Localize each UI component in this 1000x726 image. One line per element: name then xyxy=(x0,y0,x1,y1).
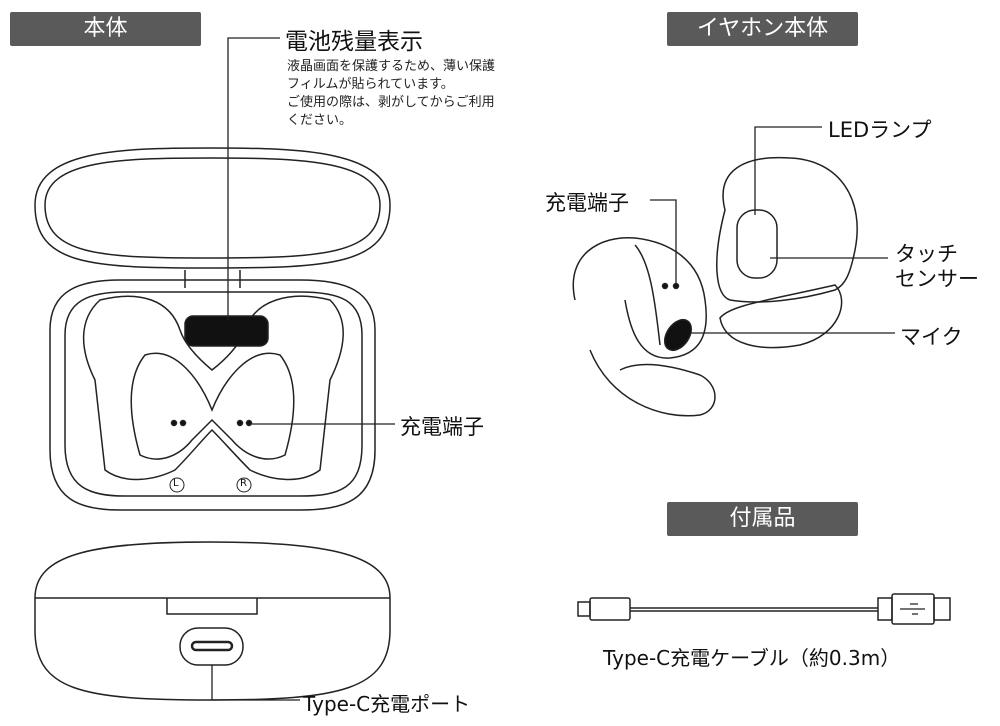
earphones-drawing xyxy=(572,156,858,417)
section-header-main-body: 本体 xyxy=(10,12,201,46)
left-mark: L xyxy=(173,478,179,489)
note-line: ご使用の際は、剥がしてからご利用 xyxy=(287,95,495,110)
right-mark: R xyxy=(240,478,247,489)
cable-drawing xyxy=(577,593,951,625)
note-line: フィルムが貼られています。 xyxy=(287,77,454,92)
note-line: 液晶画面を保護するため、薄い保護 xyxy=(287,59,496,74)
note-line: ください。 xyxy=(287,113,353,128)
case-open-drawing xyxy=(34,147,391,511)
led-lamp-label: LEDランプ xyxy=(828,118,932,142)
touch-sensor-line: タッチ xyxy=(895,242,958,266)
touch-sensor-line: センサー xyxy=(895,267,979,291)
case-charge-terminal-label: 充電端子 xyxy=(400,415,484,439)
earphone-charge-terminal-label: 充電端子 xyxy=(545,191,629,215)
cable-label: Type-C充電ケーブル（約0.3m） xyxy=(603,646,901,670)
section-header-earphone-body: イヤホン本体 xyxy=(667,12,858,46)
battery-note: 液晶画面を保護するため、薄い保護 フィルムが貼られています。 ご使用の際は、剥が… xyxy=(287,58,495,130)
leader-lines xyxy=(211,37,895,701)
mic-label: マイク xyxy=(900,325,963,349)
typec-port-label: Type-C充電ポート xyxy=(303,692,471,716)
touch-sensor-label: タッチ センサー xyxy=(895,242,979,292)
case-closed-drawing xyxy=(34,541,391,701)
battery-display-label: 電池残量表示 xyxy=(285,29,423,55)
section-header-accessories: 付属品 xyxy=(667,502,858,536)
